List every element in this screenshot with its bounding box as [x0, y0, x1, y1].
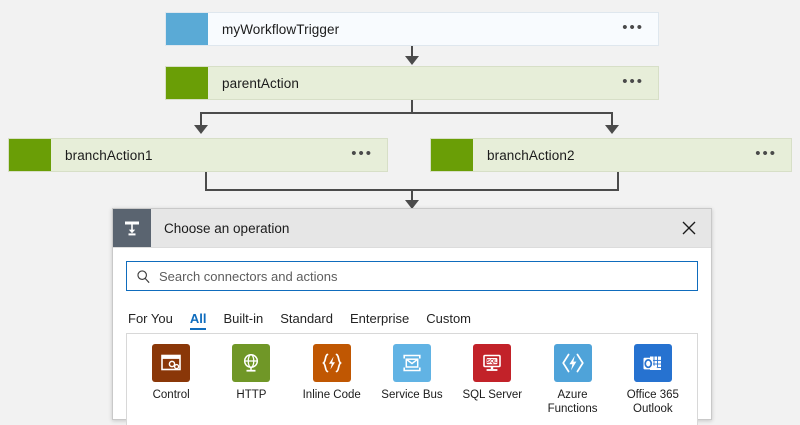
- sql-server-icon: SQL: [473, 344, 512, 382]
- svg-text:SQL: SQL: [487, 359, 498, 365]
- connector-card-service-bus[interactable]: Service Bus: [372, 344, 452, 402]
- connector-label: Control: [152, 389, 190, 401]
- choose-operation-dialog: Choose an operation Search connectors an…: [112, 208, 712, 425]
- connector-arrow-branch1: [194, 125, 208, 134]
- tab-all[interactable]: All: [189, 311, 206, 330]
- branch-action-1-title: branchAction1: [65, 147, 153, 163]
- connector-card-office365-outlook[interactable]: Office 365 Outlook: [613, 344, 693, 417]
- connector-arrow-trigger-parent: [405, 56, 419, 65]
- connector-card-control[interactable]: Control: [131, 344, 211, 402]
- branch-action-2-color-swatch: [431, 139, 473, 171]
- http-globe-icon: [232, 344, 271, 382]
- connector-merge-stem: [411, 189, 413, 203]
- search-icon: [136, 269, 151, 284]
- tab-enterprise[interactable]: Enterprise: [349, 311, 410, 326]
- connector-label: Office 365 Outlook: [626, 389, 679, 416]
- workflow-node-branch-action-1[interactable]: branchAction1 •••: [8, 138, 388, 172]
- connector-grid: Control HTTP: [126, 333, 698, 425]
- workflow-insert-icon: [113, 209, 151, 247]
- branch-action-1-color-swatch: [9, 139, 51, 171]
- trigger-menu-icon[interactable]: •••: [622, 18, 644, 36]
- connector-split-bar: [200, 112, 613, 114]
- inline-code-icon: [312, 344, 351, 382]
- workflow-node-trigger[interactable]: myWorkflowTrigger •••: [165, 12, 659, 46]
- connector-label: SQL Server: [462, 389, 523, 401]
- tab-standard[interactable]: Standard: [280, 311, 333, 326]
- connector-line-trigger-parent: [411, 46, 413, 60]
- azure-functions-icon: [553, 344, 592, 382]
- branch-action-1-menu-icon[interactable]: •••: [351, 144, 373, 162]
- workflow-node-branch-action-2[interactable]: branchAction2 •••: [430, 138, 792, 172]
- connector-card-inline-code[interactable]: Inline Code: [292, 344, 372, 402]
- connector-card-http[interactable]: HTTP: [211, 344, 291, 402]
- connector-card-azure-functions[interactable]: Azure Functions: [532, 344, 612, 417]
- close-icon[interactable]: [667, 209, 711, 247]
- tab-for-you[interactable]: For You: [128, 311, 173, 326]
- connector-merge-right: [617, 172, 619, 191]
- parent-action-title: parentAction: [222, 75, 299, 91]
- dialog-tabs: For You All Built-in Standard Enterprise…: [126, 300, 698, 330]
- office365-outlook-icon: [633, 344, 672, 382]
- connector-arrow-merge: [405, 200, 419, 209]
- workflow-node-parent-action[interactable]: parentAction •••: [165, 66, 659, 100]
- connector-split-stem: [411, 100, 413, 113]
- branch-action-2-title: branchAction2: [487, 147, 575, 163]
- service-bus-icon: [392, 344, 431, 382]
- branch-action-2-menu-icon[interactable]: •••: [755, 144, 777, 162]
- connector-split-right: [611, 112, 613, 127]
- tab-built-in[interactable]: Built-in: [223, 311, 264, 326]
- connector-label: Azure Functions: [547, 389, 598, 416]
- control-icon: [152, 344, 191, 382]
- connector-arrow-branch2: [605, 125, 619, 134]
- connector-label: Service Bus: [381, 389, 443, 401]
- dialog-body: Search connectors and actions For You Al…: [113, 248, 711, 425]
- tab-custom[interactable]: Custom: [426, 311, 472, 326]
- connector-label: Inline Code: [302, 389, 361, 401]
- connector-merge-left: [205, 172, 207, 191]
- connector-label: HTTP: [236, 389, 267, 401]
- dialog-header: Choose an operation: [113, 209, 711, 248]
- trigger-color-swatch: [166, 13, 208, 45]
- trigger-title: myWorkflowTrigger: [222, 21, 340, 37]
- parent-action-color-swatch: [166, 67, 208, 99]
- dialog-title: Choose an operation: [164, 220, 290, 236]
- search-input[interactable]: Search connectors and actions: [126, 261, 698, 291]
- parent-action-menu-icon[interactable]: •••: [622, 72, 644, 90]
- search-placeholder: Search connectors and actions: [159, 268, 338, 284]
- connector-card-sql-server[interactable]: SQL SQL Server: [452, 344, 532, 402]
- connector-split-left: [200, 112, 202, 127]
